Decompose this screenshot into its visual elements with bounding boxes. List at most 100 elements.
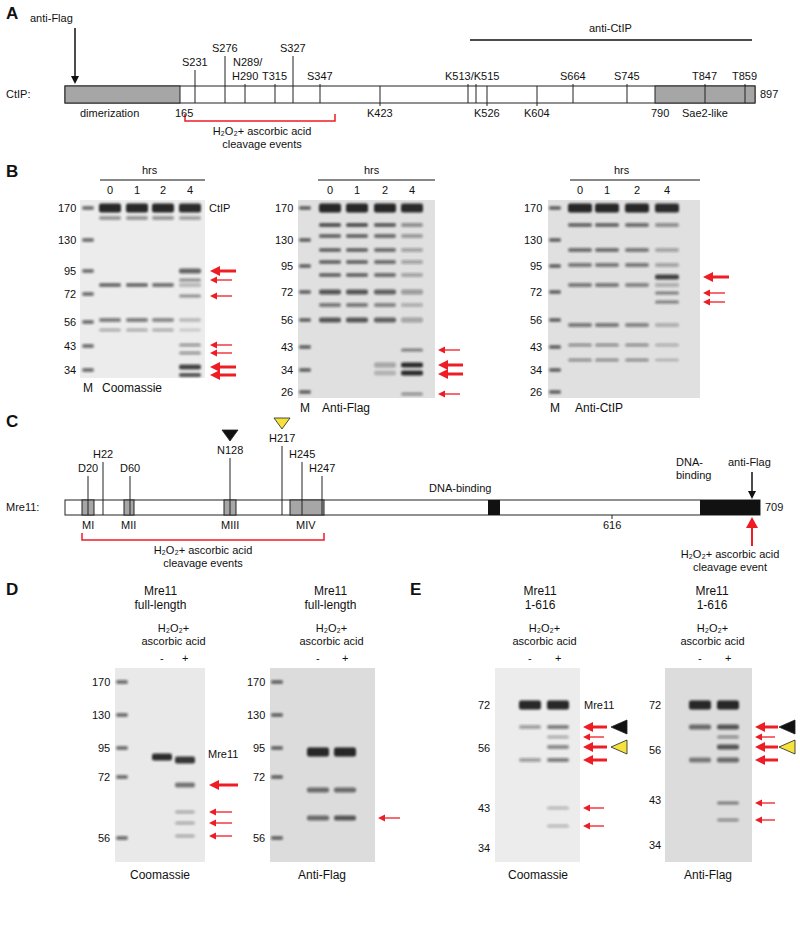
figure-label: +: [342, 652, 348, 665]
gel-band: [549, 390, 561, 394]
cleavage-arrow: [444, 393, 460, 394]
cleavage-arrow: [761, 736, 775, 737]
figure-label: 709: [765, 501, 783, 514]
size-marker: 72: [64, 288, 76, 301]
gel-band: [126, 204, 148, 213]
gel-band: [179, 365, 201, 370]
gel-band: [717, 745, 739, 750]
cleavage-arrowhead: [209, 809, 216, 816]
figure-label: H₂O₂+ ascorbic acid cleavage event: [665, 548, 795, 574]
figure-label: 2: [382, 184, 388, 197]
residue-triangle: [611, 720, 627, 734]
figure-label: H₂O₂+ ascorbic acid: [140, 622, 207, 648]
gel-band: [319, 260, 341, 264]
site-tick: [487, 86, 488, 106]
size-marker: 34: [281, 364, 293, 377]
gel-band: [116, 680, 128, 684]
site-tick: [293, 56, 294, 103]
gel-band: [401, 234, 423, 238]
figure-label: H₂O₂+ ascorbic acid: [679, 622, 746, 648]
figure-label: DNA-binding: [429, 482, 491, 495]
gel-band: [271, 746, 283, 750]
size-marker: 43: [64, 340, 76, 353]
panel-letter: B: [6, 162, 18, 182]
figure-label: K604: [524, 107, 550, 120]
cleavage-arrowhead: [746, 517, 758, 528]
cleavage-arrowhead: [583, 734, 590, 741]
figure-label: D60: [120, 462, 140, 475]
size-marker: 130: [275, 234, 293, 247]
site-tick: [88, 476, 89, 515]
gel-band: [625, 323, 649, 327]
cleavage-arrow: [712, 276, 729, 279]
gel-band: [568, 263, 592, 267]
gel-band: [401, 248, 423, 252]
gel-band: [319, 234, 341, 238]
gel-band: [374, 318, 396, 323]
figure-label: 4: [187, 184, 193, 197]
panel-letter: A: [6, 4, 18, 24]
gel-band: [655, 301, 679, 304]
figure-label: M: [550, 401, 560, 415]
gel-band: [568, 323, 592, 327]
gel-band: [547, 745, 569, 749]
gel-band: [299, 368, 311, 372]
cleavage-arrow: [751, 526, 753, 546]
gel-band: [547, 825, 569, 828]
gel-band: [655, 359, 679, 362]
figure-label: Mre11 1-616: [522, 584, 558, 612]
gel-band: [625, 263, 649, 267]
figure-label: anti-Flag: [30, 12, 73, 25]
site-tick: [705, 84, 706, 103]
gel-band: [116, 713, 128, 717]
cleavage-arrowhead: [209, 780, 219, 790]
site-tick: [476, 84, 477, 103]
gel-band: [655, 344, 679, 347]
figure-label: Coomassie: [102, 381, 162, 395]
gel-band: [374, 363, 396, 368]
gel-band: [346, 273, 368, 277]
gel-band: [346, 318, 368, 323]
figure-label: K423: [367, 107, 393, 120]
figure-label: hrs: [614, 164, 629, 177]
residue-triangle: [222, 430, 238, 441]
gel-band: [99, 204, 121, 213]
gel-band: [126, 216, 148, 220]
gel-band: [401, 318, 423, 323]
figure-label: N289/: [233, 56, 262, 69]
cleavage-arrowhead: [209, 820, 216, 827]
figure-label: Sae2-like: [682, 107, 728, 120]
gel-band: [401, 204, 423, 213]
gel-band: [346, 290, 368, 295]
gel-band: [346, 234, 368, 238]
cleavage-arrow: [216, 279, 232, 280]
size-marker: 130: [247, 709, 265, 722]
figure-label: S231: [182, 56, 208, 69]
gel-band: [152, 318, 174, 322]
gel-band: [299, 318, 311, 322]
figure-label: CtIP:: [6, 88, 30, 101]
gel-band: [126, 329, 148, 332]
gel-band: [655, 283, 679, 287]
figure-label: Coomassie: [508, 868, 568, 882]
site-tick: [380, 86, 381, 106]
gel-band: [179, 204, 201, 213]
figure-label: H₂O₂+ ascorbic acid: [511, 622, 578, 648]
gel-band: [179, 295, 201, 298]
cleavage-arrowhead: [755, 800, 762, 807]
cleavage-arrowhead: [583, 742, 593, 752]
cleavage-arrowhead: [210, 266, 220, 276]
cleavage-arrow: [215, 822, 232, 823]
gel-image: [270, 668, 375, 862]
cleavage-arrow: [384, 817, 400, 818]
figure-label: 4: [409, 184, 415, 197]
antibody-arrowhead: [71, 76, 79, 84]
size-marker: 56: [64, 316, 76, 329]
gel-band: [179, 344, 201, 347]
gel-band: [519, 701, 541, 710]
gel-band: [175, 783, 195, 788]
gel-band: [401, 260, 423, 264]
site-tick: [537, 86, 538, 106]
gel-band: [334, 788, 356, 793]
antibody-region-line: [470, 39, 752, 41]
